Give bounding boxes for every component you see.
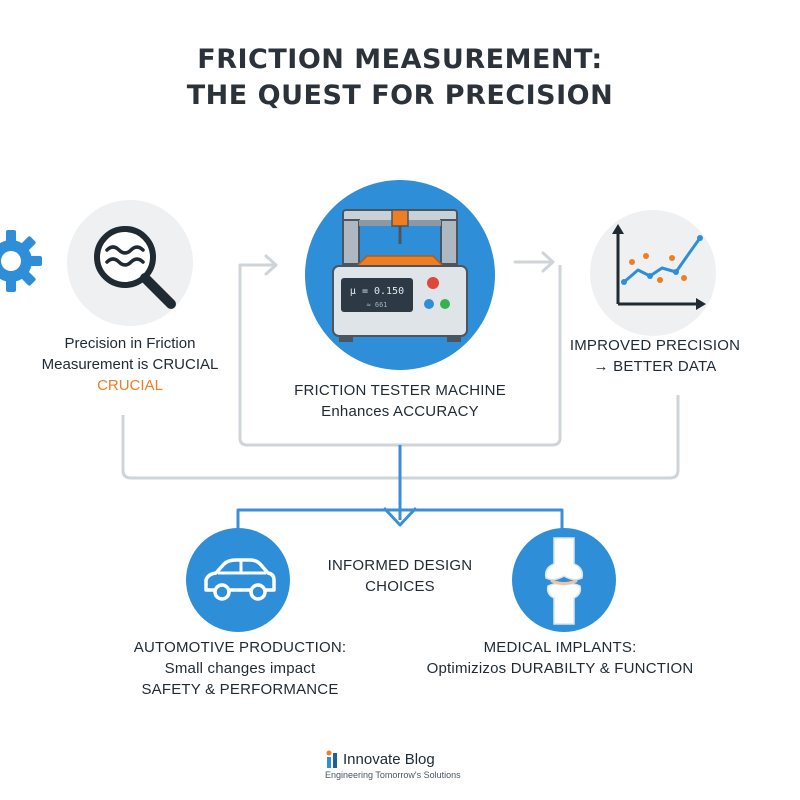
- gear-icon: [0, 228, 44, 294]
- precision-label-line-1: Precision in Friction: [64, 335, 196, 352]
- tester-label-line-2: Enhances ACCURACY: [321, 403, 479, 420]
- informed-label: INFORMED DESIGN CHOICES: [310, 555, 490, 597]
- blue-connector: [236, 445, 564, 530]
- improved-icon-circle: [590, 210, 716, 336]
- automotive-label-line-2: Small changes impact: [164, 660, 316, 677]
- tester-display-sub: ≈ 661: [366, 301, 387, 309]
- precision-label-line-3: CRUCIAL: [97, 377, 163, 394]
- footer-tagline: Engineering Tomorrow's Solutions: [325, 770, 461, 780]
- arrow-to-chart: [513, 251, 555, 273]
- precision-label-line-2: Measurement is CRUCIAL: [41, 356, 219, 373]
- informed-label-line-2: CHOICES: [365, 578, 435, 595]
- brand-logo-icon: [326, 750, 337, 768]
- automotive-label: AUTOMOTIVE PRODUCTION: Small changes imp…: [110, 637, 370, 700]
- improved-label-line-1: IMPROVED PRECISION: [569, 337, 741, 354]
- improved-label-line-2: → BETTER DATA: [593, 358, 717, 375]
- knee-joint-icon: [544, 537, 584, 625]
- magnifier-icon: [94, 226, 176, 309]
- automotive-icon-circle: [186, 528, 290, 632]
- tester-icon-circle: μ = 0.150 ≈ 661: [305, 180, 495, 370]
- medical-icon-circle: [512, 528, 616, 632]
- automotive-label-line-1: AUTOMOTIVE PRODUCTION:: [133, 639, 347, 656]
- precision-label: Precision in Friction Measurement is CRU…: [20, 333, 240, 396]
- footer-brand: Innovate Blog Engineering Tomorrow's Sol…: [325, 750, 485, 780]
- precision-icon-circle: [67, 200, 193, 326]
- automotive-label-line-3: SAFETY & PERFORMANCE: [141, 681, 339, 698]
- title-line-2: THE QUEST FOR PRECISION: [186, 80, 614, 111]
- medical-label: MEDICAL IMPLANTS: Optimizizos DURABILTY …: [400, 637, 720, 679]
- title-line-1: FRICTION MEASUREMENT:: [197, 44, 603, 75]
- tester-label-line-1: FRICTION TESTER MACHINE: [294, 382, 506, 399]
- tester-display-text: μ = 0.150: [350, 286, 404, 297]
- informed-label-line-1: INFORMED DESIGN: [327, 557, 473, 574]
- arrow-to-tester: [238, 254, 278, 276]
- tester-label: FRICTION TESTER MACHINE Enhances ACCURAC…: [280, 380, 520, 422]
- friction-tester-icon: μ = 0.150 ≈ 661: [332, 209, 468, 342]
- car-icon: [204, 558, 276, 601]
- footer-brand-name: Innovate Blog: [343, 750, 435, 768]
- medical-label-line-2: Optimizizos DURABILTY & FUNCTION: [426, 660, 694, 677]
- medical-label-line-1: MEDICAL IMPLANTS:: [483, 639, 637, 656]
- line-chart-icon: [612, 224, 706, 310]
- improved-label: IMPROVED PRECISION → BETTER DATA: [555, 335, 755, 377]
